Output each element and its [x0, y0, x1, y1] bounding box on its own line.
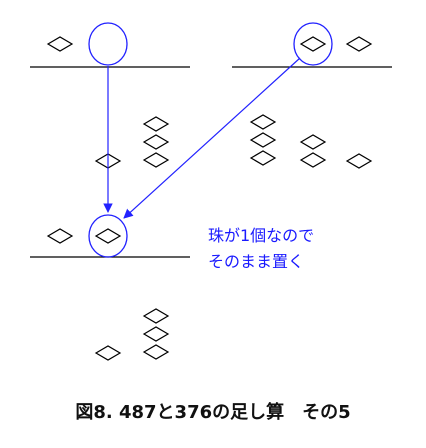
bead-icon	[299, 36, 327, 52]
bead-icon	[46, 228, 74, 244]
bead-icon	[142, 344, 170, 360]
bead-icon	[249, 132, 277, 148]
highlight-circle-target	[88, 214, 128, 258]
bead-icon	[142, 308, 170, 324]
bead-icon	[94, 345, 122, 361]
figure-caption: 図8. 487と376の足し算 その5	[75, 402, 351, 423]
bead-icon	[345, 36, 373, 52]
note-line-2: そのまま置く	[208, 252, 305, 271]
highlight-circle-top-right	[293, 22, 333, 66]
bead-icon	[142, 152, 170, 168]
note-line-1: 珠が1個なので	[208, 226, 315, 245]
bead-icon	[94, 228, 122, 244]
bead-icon	[142, 326, 170, 342]
bead-icon	[249, 150, 277, 166]
bead-icon	[142, 116, 170, 132]
highlight-circle-top-left	[88, 22, 128, 66]
bead-icon	[345, 153, 373, 169]
bead-icon	[299, 134, 327, 150]
arrow-diagonal	[123, 57, 301, 219]
bead-icon	[299, 152, 327, 168]
bead-icon	[46, 36, 74, 52]
bead-icon	[142, 134, 170, 150]
bead-icon	[249, 114, 277, 130]
